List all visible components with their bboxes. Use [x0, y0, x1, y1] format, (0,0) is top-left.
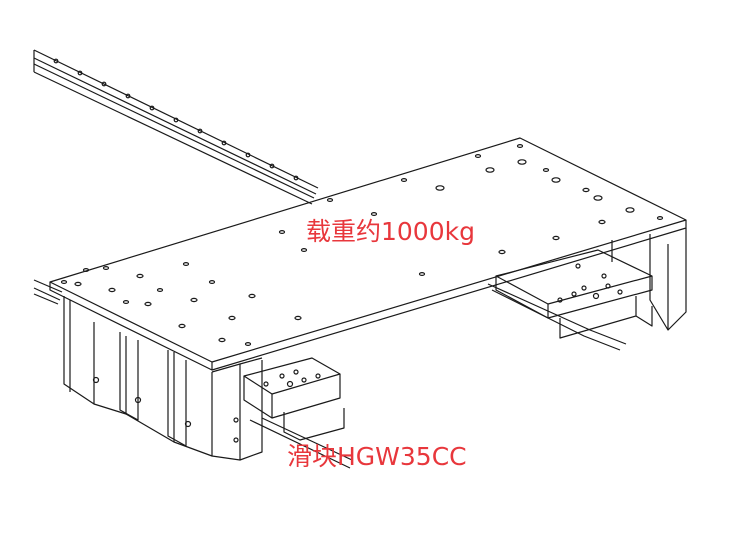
plate-holes — [60, 144, 664, 347]
load-capacity-label: 载重约1000kg — [306, 217, 475, 246]
line-art — [33, 49, 687, 469]
back-rail — [33, 49, 319, 205]
front-slider-block — [243, 357, 345, 441]
right-support — [487, 228, 687, 351]
slider-model-label: 滑块HGW35CC — [287, 442, 467, 471]
front-rail — [33, 279, 353, 469]
left-support — [63, 296, 263, 461]
top-plate — [49, 137, 687, 371]
back-rail-holes — [53, 58, 299, 181]
